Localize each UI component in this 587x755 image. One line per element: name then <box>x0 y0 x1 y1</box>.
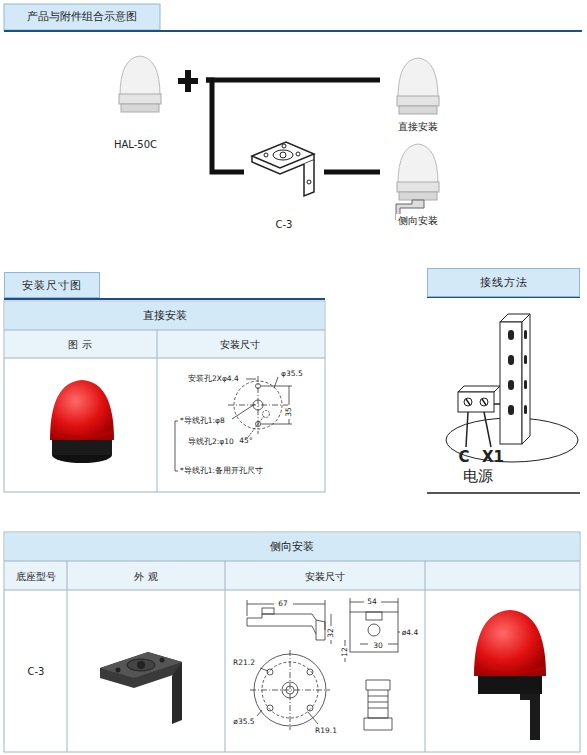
dimension: R19.1 <box>315 727 337 735</box>
page-title: 产品与附件组合示意图 <box>27 11 137 23</box>
dimension: 45° <box>239 437 252 445</box>
section-tab: 安装尺寸图 <box>4 272 100 298</box>
figure-caption: 直接安装 <box>396 120 440 134</box>
plus-sign <box>178 70 198 92</box>
column-header: 底座型号 <box>16 571 56 582</box>
product-figure: 直接安装 <box>380 50 456 134</box>
product-figure: C-3 <box>244 134 324 230</box>
lamp-drawing <box>380 136 456 224</box>
connector <box>206 80 244 172</box>
power-label: 电源 <box>463 468 493 485</box>
tab-title: 接线方法 <box>480 275 528 290</box>
dimension-note: 安装孔2Xφ4.4 <box>188 375 239 383</box>
dimension: 54 <box>367 598 377 606</box>
table-header: 侧向安装 <box>270 541 314 553</box>
dimension: ø4.4 <box>402 629 419 637</box>
dimension: ø35.5 <box>233 718 254 726</box>
table-header: 直接安装 <box>143 310 187 322</box>
column-header: 图 示 <box>68 339 91 350</box>
column-header: 安装尺寸 <box>220 339 260 350</box>
product-figure: HAL-50C <box>110 48 206 150</box>
connector <box>206 78 380 83</box>
column-header: 安装尺寸 <box>305 571 345 582</box>
dimension: 32 <box>327 628 335 638</box>
product-figure: 侧向安装 <box>380 136 456 228</box>
figure-caption: 侧向安装 <box>396 214 440 228</box>
dimension: 35 <box>285 407 293 417</box>
dimension-note: *导线孔1:φ8 <box>180 417 225 425</box>
figure-caption: C-3 <box>274 219 295 230</box>
connector <box>324 170 380 175</box>
dimension: 30 <box>373 642 383 650</box>
dimension: 12 <box>341 647 349 657</box>
model-cell: C-3 <box>28 666 45 677</box>
tab-title: 安装尺寸图 <box>22 278 82 293</box>
section-tab: 接线方法 <box>427 268 580 297</box>
dimension: R21.2 <box>233 659 255 667</box>
dimension: φ35.5 <box>281 370 303 378</box>
dimension: 67 <box>278 600 288 608</box>
dimension-note: 导线孔2:φ10 <box>188 438 234 446</box>
bracket-drawing <box>244 134 324 204</box>
terminal-name: C <box>458 449 469 466</box>
figure-caption: HAL-50C <box>112 139 159 150</box>
terminal-name: X1 <box>482 449 504 466</box>
column-header: 外 观 <box>134 571 157 582</box>
lamp-drawing <box>110 48 170 118</box>
dimension-note: *导线孔1:备用开孔尺寸 <box>180 467 263 475</box>
